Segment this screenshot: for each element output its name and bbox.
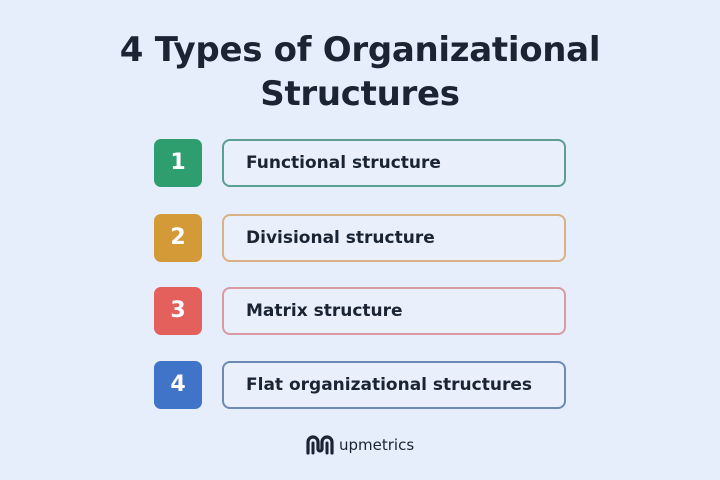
number-badge-1: 1 — [154, 139, 202, 187]
number-badge-2: 2 — [154, 214, 202, 262]
item-label-4: Flat organizational structures — [246, 375, 532, 395]
label-box-1: Functional structure — [222, 139, 566, 187]
list-item-1: 1 Functional structure — [154, 139, 566, 187]
title-line-2: Structures — [260, 74, 460, 114]
item-label-3: Matrix structure — [246, 301, 403, 321]
item-label-1: Functional structure — [246, 153, 441, 173]
number-badge-3: 3 — [154, 287, 202, 335]
page-title: 4 Types of Organizational Structures — [0, 28, 720, 116]
item-label-2: Divisional structure — [246, 228, 435, 248]
list-item-4: 4 Flat organizational structures — [154, 361, 566, 409]
label-box-2: Divisional structure — [222, 214, 566, 262]
brand-logo: upmetrics — [305, 432, 414, 458]
label-box-3: Matrix structure — [222, 287, 566, 335]
number-badge-4: 4 — [154, 361, 202, 409]
title-line-1: 4 Types of Organizational — [119, 30, 601, 70]
brand-name: upmetrics — [339, 436, 415, 454]
list-item-3: 3 Matrix structure — [154, 287, 566, 335]
list-item-2: 2 Divisional structure — [154, 214, 566, 262]
upmetrics-logo-icon — [306, 435, 334, 455]
label-box-4: Flat organizational structures — [222, 361, 566, 409]
